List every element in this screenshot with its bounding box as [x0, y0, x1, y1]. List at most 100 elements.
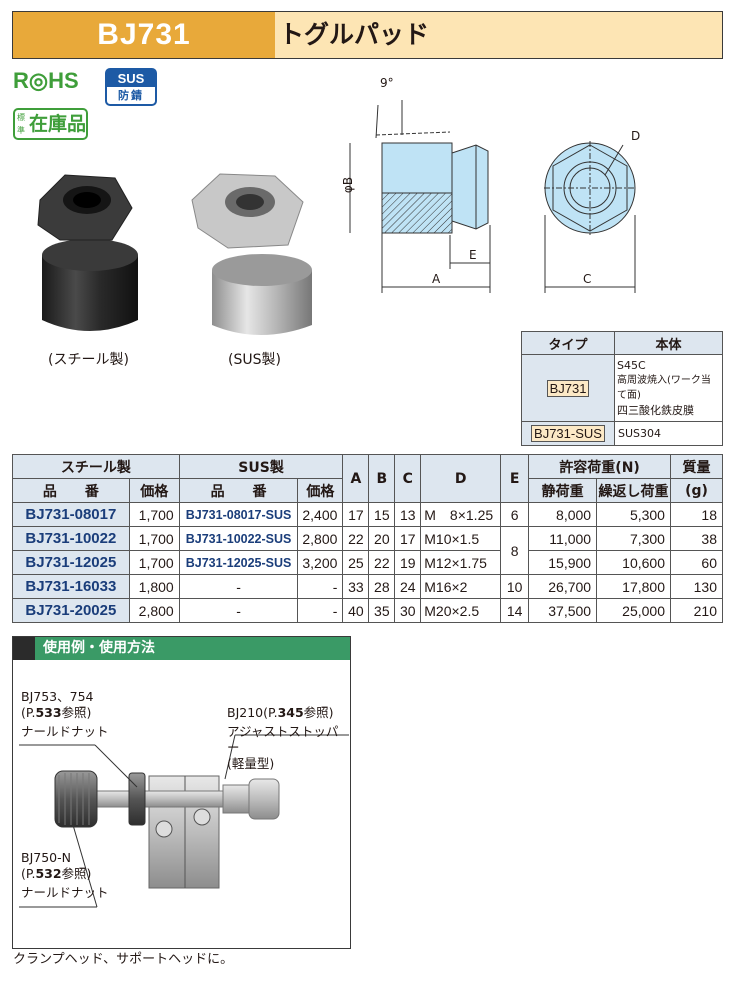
dim-b-value: 35 — [368, 598, 396, 623]
table-row: BJ731-16033 1,800 - - 33 28 24 M16×2 10 … — [12, 574, 724, 599]
sus-part-no: - — [178, 574, 299, 599]
steel-header: スチール製 — [12, 454, 180, 479]
label-bj750-pre: (P. — [21, 866, 36, 881]
mass-unit-header: (g) — [669, 478, 724, 503]
sus-badge-top: SUS — [107, 70, 155, 87]
table-row: BJ731-10022 1,700 BJ731-10022-SUS 2,800 … — [12, 526, 724, 575]
label-bj753-line3: ナールドナット — [21, 724, 109, 739]
repeat-load-header: 繰返し荷重 — [596, 478, 671, 503]
static-load-header: 静荷重 — [528, 478, 598, 503]
label-bj753: BJ753、754 (P.533参照) ナールドナット — [21, 689, 109, 740]
steel-price-header: 価格 — [128, 478, 180, 503]
dim-c-value: 24 — [394, 574, 422, 599]
label-bj750-page: 532 — [35, 866, 62, 881]
static-load: 26,700 — [528, 574, 598, 599]
dim-d-value: M 8×1.25 — [420, 502, 502, 527]
label-bj750-ref: (P.532参照) — [21, 866, 109, 882]
dim-d: D — [631, 129, 641, 143]
dim-d-value: M12×1.75 — [420, 550, 502, 575]
mass-value: 18 — [669, 502, 724, 527]
steel-photo — [37, 174, 138, 331]
static-load: 8,000 — [528, 502, 598, 527]
steel-part-no: BJ731-16033 — [12, 574, 130, 599]
steel-price: 1,700 — [128, 526, 180, 551]
mass-header: 質量 — [669, 454, 724, 479]
label-bj750-line3: ナールドナット — [21, 885, 109, 900]
sus-part-no: BJ731-12025-SUS — [178, 550, 299, 575]
steel-price: 2,800 — [128, 598, 180, 623]
dim-b-value: 22 — [368, 550, 396, 575]
body-header: 本体 — [614, 331, 723, 355]
sus-price: 3,200 — [297, 550, 344, 575]
label-bj750-line1: BJ750-N — [21, 850, 71, 865]
dim-d-value: M16×2 — [420, 574, 502, 599]
material-2: 高周波焼入(ワーク当て面) — [617, 375, 711, 401]
steel-part-no: BJ731-10022 — [12, 526, 130, 551]
label-bj210-ref: BJ210(P.345参照) — [227, 705, 350, 721]
repeat-load: 25,000 — [596, 598, 671, 623]
label-bj210: BJ210(P.345参照) アジャストストッパー (軽量型) — [227, 705, 350, 772]
stock-badge-small: 標準 — [17, 113, 25, 135]
steel-caption: (スチール製) — [48, 352, 129, 368]
steel-part-no: BJ731-20025 — [12, 598, 130, 623]
dim-c-value: 17 — [394, 526, 422, 551]
repeat-load: 5,300 — [596, 502, 671, 527]
sus-part-no: - — [178, 598, 299, 623]
label-bj753-ref: (P.533参照) — [21, 705, 109, 721]
dim-a-value: 25 — [342, 550, 370, 575]
sus-header: SUS製 — [178, 454, 344, 479]
table-row: BJ731-12025 1,700 BJ731-12025-SUS 3,200 … — [12, 550, 724, 575]
spec-table: スチール製 SUS製 A B C D E 許容荷重(N) 質量 品 番 価格 品… — [12, 454, 724, 623]
dim-a-value: 40 — [342, 598, 370, 623]
sus-badge-bottom: 防錆 — [118, 89, 144, 102]
static-load: 11,000 — [528, 526, 598, 551]
technical-drawing — [349, 100, 636, 293]
side-view — [349, 100, 491, 293]
label-bj753-page: 533 — [35, 705, 62, 720]
mass-value: 210 — [669, 598, 724, 623]
material-1: S45C — [617, 359, 646, 372]
front-view — [544, 141, 636, 293]
dim-a: A — [432, 272, 441, 286]
dim-e: E — [469, 248, 477, 262]
type-header: タイプ — [521, 331, 615, 355]
usage-header: 使用例・使用方法 — [13, 637, 350, 660]
steel-partno-header: 品 番 — [12, 478, 130, 503]
type-bj731-sus: BJ731-SUS — [531, 425, 605, 442]
repeat-load: 7,300 — [596, 526, 671, 551]
sus-photo — [191, 173, 312, 335]
dim-e-value: 8 — [500, 526, 530, 575]
steel-price: 1,700 — [128, 550, 180, 575]
material-3: 四三酸化鉄皮膜 — [617, 404, 694, 417]
sus-price: 2,400 — [297, 502, 344, 527]
usage-illustration — [19, 734, 349, 908]
page-header: BJ731 トグルパッド — [12, 11, 723, 59]
dim-a-value: 22 — [342, 526, 370, 551]
stock-badge-big: 在庫品 — [29, 113, 87, 135]
table-row: BJ731-08017 1,700 BJ731-08017-SUS 2,400 … — [12, 502, 724, 527]
table-row: BJ731-20025 2,800 - - 40 35 30 M20×2.5 1… — [12, 598, 724, 623]
col-c: C — [394, 454, 422, 503]
label-bj753-line1: BJ753、754 — [21, 689, 94, 704]
dim-e-value: 6 — [500, 502, 530, 527]
steel-part-no: BJ731-08017 — [12, 502, 130, 527]
load-header: 許容荷重(N) — [528, 454, 671, 479]
label-bj210-line2: アジャストストッパー — [227, 724, 339, 755]
dim-d-value: M20×2.5 — [420, 598, 502, 623]
sus-badge: SUS 防錆 — [105, 68, 157, 106]
sus-caption: (SUS製) — [228, 352, 281, 368]
sus-part-no: BJ731-08017-SUS — [178, 502, 299, 527]
sus-partno-header: 品 番 — [178, 478, 299, 503]
dim-b-value: 15 — [368, 502, 396, 527]
stock-badge: 標準 在庫品 — [13, 108, 88, 140]
label-bj210-post: 参照) — [303, 705, 334, 720]
dim-e-value: 10 — [500, 574, 530, 599]
sus-price: - — [297, 574, 344, 599]
sus-part-no: BJ731-10022-SUS — [178, 526, 299, 551]
material-sus: SUS304 — [614, 421, 723, 446]
dim-c-value: 30 — [394, 598, 422, 623]
col-e: E — [500, 454, 530, 503]
dim-a-value: 33 — [342, 574, 370, 599]
label-bj210-line3: (軽量型) — [227, 756, 275, 771]
sus-price: - — [297, 598, 344, 623]
